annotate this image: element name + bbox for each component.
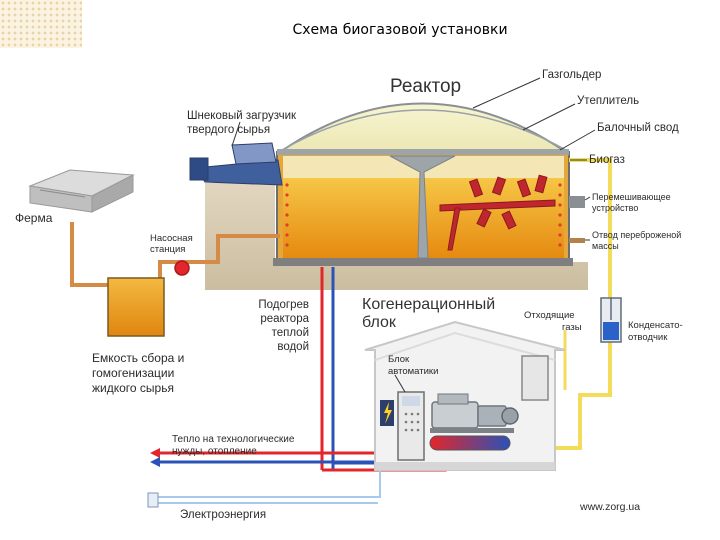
decorative-corner-pattern <box>0 0 82 48</box>
insulation-heating-right <box>558 183 562 247</box>
label-mixer-2: устройство <box>592 203 638 213</box>
label-heating-1: Подогрев <box>258 299 309 311</box>
label-insulation: Утеплитель <box>577 95 639 107</box>
label-farm: Ферма <box>15 211 53 225</box>
label-pump-1: Насосная <box>150 233 193 244</box>
mixer-device <box>439 174 556 251</box>
label-beam-vault: Балочный свод <box>597 122 679 134</box>
label-electricity: Электроэнергия <box>180 509 266 521</box>
lightning-icon <box>384 402 392 424</box>
reactor-top-beam <box>277 149 569 155</box>
heat-exchanger <box>429 435 511 451</box>
label-tank-2: гомогенизации <box>92 366 174 380</box>
farm-building <box>28 169 135 213</box>
insulation-heating-left <box>285 183 289 247</box>
label-outlet-2: массы <box>592 241 619 251</box>
label-website: www.zorg.ua <box>579 501 640 513</box>
feed-pipe-reactor <box>190 234 280 264</box>
screw-loader <box>189 142 283 186</box>
label-gasholder: Газгольдер <box>542 69 601 81</box>
pump-station <box>174 260 190 276</box>
automation-block <box>380 391 425 461</box>
label-exhaust-2: газы <box>562 322 582 333</box>
gasholder-dome <box>276 102 570 153</box>
label-cogen-2: блок <box>362 314 397 331</box>
digestate-outlet <box>569 238 585 243</box>
label-cogen-1: Когенерационный <box>362 296 495 313</box>
mixer-motor <box>569 196 585 208</box>
center-column <box>389 155 456 259</box>
reactor-floor <box>273 258 573 266</box>
label-condensate-2: отводчик <box>628 332 668 343</box>
gasholder-membrane <box>281 109 567 151</box>
annotation-leaders <box>231 77 596 393</box>
power-plug <box>147 492 159 508</box>
label-pump-2: станция <box>150 244 185 255</box>
engine-generator <box>430 393 519 433</box>
label-screw-loader-1: Шнековый загрузчик <box>187 110 297 122</box>
label-exhaust-1: Отходящие <box>524 310 575 321</box>
label-tank-3: жидкого сырья <box>92 381 174 395</box>
label-heating-4: водой <box>277 341 309 353</box>
label-heat-2: нужды, отопление <box>172 446 257 457</box>
page-title: Схема биогазовой установки <box>292 22 508 38</box>
label-condensate-1: Конденсато- <box>628 320 683 331</box>
feed-pipe-farm <box>70 222 110 287</box>
label-automation-1: Блок <box>388 354 410 365</box>
label-reactor: Реактор <box>390 76 461 97</box>
label-heating-2: реактора <box>260 313 309 325</box>
collection-tank <box>107 277 165 337</box>
condensate-trap <box>600 297 622 343</box>
label-outlet-1: Отвод переброженой <box>592 230 681 240</box>
label-heat-1: Тепло на технологические <box>172 434 295 445</box>
label-tank-1: Емкость сбора и <box>92 351 184 365</box>
label-biogas: Биогаз <box>589 154 625 166</box>
exhaust-cabinet <box>521 355 549 401</box>
label-screw-loader-2: твердого сырья <box>187 124 270 136</box>
label-mixer-1: Перемешивающее <box>592 192 671 202</box>
label-automation-2: автоматики <box>388 366 438 377</box>
label-heating-3: теплой <box>272 327 309 339</box>
